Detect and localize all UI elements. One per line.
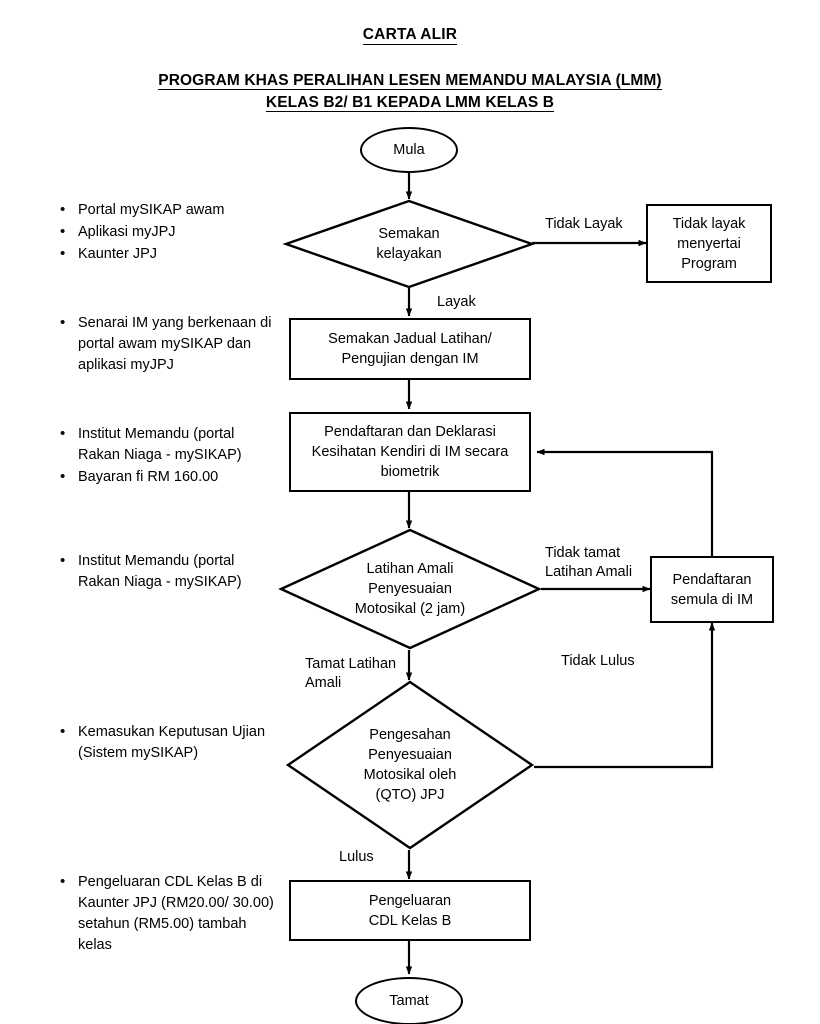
note-item: Pengeluaran CDL Kelas B di Kaunter JPJ (… bbox=[60, 871, 284, 956]
note-issuance: Pengeluaran CDL Kelas B di Kaunter JPJ (… bbox=[52, 871, 284, 957]
document-title-text: CARTA ALIR bbox=[362, 26, 458, 45]
note-item: Kemasukan Keputusan Ujian (Sistem mySIKA… bbox=[60, 721, 274, 764]
node-verification-label: Pengesahan Penyesuaian Motosikal oleh (Q… bbox=[363, 727, 457, 803]
node-eligibility-check: Semakan kelayakan bbox=[282, 199, 536, 289]
node-reregister-label: Pendaftaran semula di IM bbox=[670, 571, 754, 608]
note-training: Institut Memandu (portal Rakan Niaga - m… bbox=[52, 550, 274, 594]
node-end-label: Tamat bbox=[389, 993, 429, 1009]
node-start: Mula bbox=[360, 127, 458, 173]
edge-label-tidak-lulus: Tidak Lulus bbox=[561, 653, 635, 669]
note-item: Senarai IM yang berkenaan di portal awam… bbox=[60, 312, 277, 376]
node-schedule-check-label: Semakan Jadual Latihan/ Pengujian dengan… bbox=[328, 331, 492, 367]
note-registration: Institut Memandu (portal Rakan Niaga - m… bbox=[52, 423, 274, 489]
diamond-outline bbox=[285, 680, 535, 850]
document-subtitle-line2: KELAS B2/ B1 KEPADA LMM KELAS B bbox=[265, 94, 555, 112]
node-practical-training-label: Latihan Amali Penyesuaian Motosikal (2 j… bbox=[354, 561, 466, 617]
note-item: Institut Memandu (portal Rakan Niaga - m… bbox=[60, 550, 274, 593]
edge-label-layak: Layak bbox=[437, 294, 476, 310]
note-eligibility: Portal mySIKAP awam Aplikasi myJPJ Kaunt… bbox=[52, 199, 282, 266]
edge-label-lulus: Lulus bbox=[339, 849, 374, 865]
node-issuance-label: Pengeluaran CDL Kelas B bbox=[368, 892, 452, 929]
note-schedule: Senarai IM yang berkenaan di portal awam… bbox=[52, 312, 277, 377]
edge-label-tidak-layak: Tidak Layak bbox=[545, 216, 623, 232]
node-eligibility-check-label: Semakan kelayakan bbox=[376, 226, 442, 262]
document-subtitle: PROGRAM KHAS PERALIHAN LESEN MEMANDU MAL… bbox=[0, 70, 820, 114]
diamond-outline bbox=[282, 199, 536, 289]
node-verification: Pengesahan Penyesuaian Motosikal oleh (Q… bbox=[285, 680, 535, 850]
document-subtitle-line1: PROGRAM KHAS PERALIHAN LESEN MEMANDU MAL… bbox=[158, 72, 662, 90]
edge-label-tamat-latihan: Tamat Latihan Amali bbox=[305, 656, 397, 691]
note-item: Kaunter JPJ bbox=[60, 243, 282, 265]
node-practical-training: Latihan Amali Penyesuaian Motosikal (2 j… bbox=[278, 528, 542, 650]
node-not-eligible-label: Tidak layak menyertai Program bbox=[672, 215, 746, 272]
node-start-label: Mula bbox=[393, 142, 425, 158]
node-schedule-check: Semakan Jadual Latihan/ Pengujian dengan… bbox=[289, 318, 531, 380]
note-item: Bayaran fi RM 160.00 bbox=[60, 466, 274, 488]
document-title: CARTA ALIR bbox=[0, 26, 820, 45]
node-registration: Pendaftaran dan Deklarasi Kesihatan Kend… bbox=[289, 412, 531, 492]
diamond-outline bbox=[278, 528, 542, 650]
node-end: Tamat bbox=[355, 977, 463, 1024]
note-item: Institut Memandu (portal Rakan Niaga - m… bbox=[60, 423, 274, 466]
note-results: Kemasukan Keputusan Ujian (Sistem mySIKA… bbox=[52, 721, 274, 765]
note-item: Portal mySIKAP awam bbox=[60, 199, 282, 221]
node-registration-label: Pendaftaran dan Deklarasi Kesihatan Kend… bbox=[311, 424, 509, 480]
note-item: Aplikasi myJPJ bbox=[60, 221, 282, 243]
node-reregister: Pendaftaran semula di IM bbox=[650, 556, 774, 623]
edge-reregister-to-registration-feedback bbox=[536, 448, 714, 557]
edge-label-tidak-tamat: Tidak tamat Latihan Amali bbox=[545, 545, 633, 580]
edge-verification-to-reregister bbox=[534, 622, 716, 769]
node-not-eligible: Tidak layak menyertai Program bbox=[646, 204, 772, 283]
node-issuance: Pengeluaran CDL Kelas B bbox=[289, 880, 531, 941]
